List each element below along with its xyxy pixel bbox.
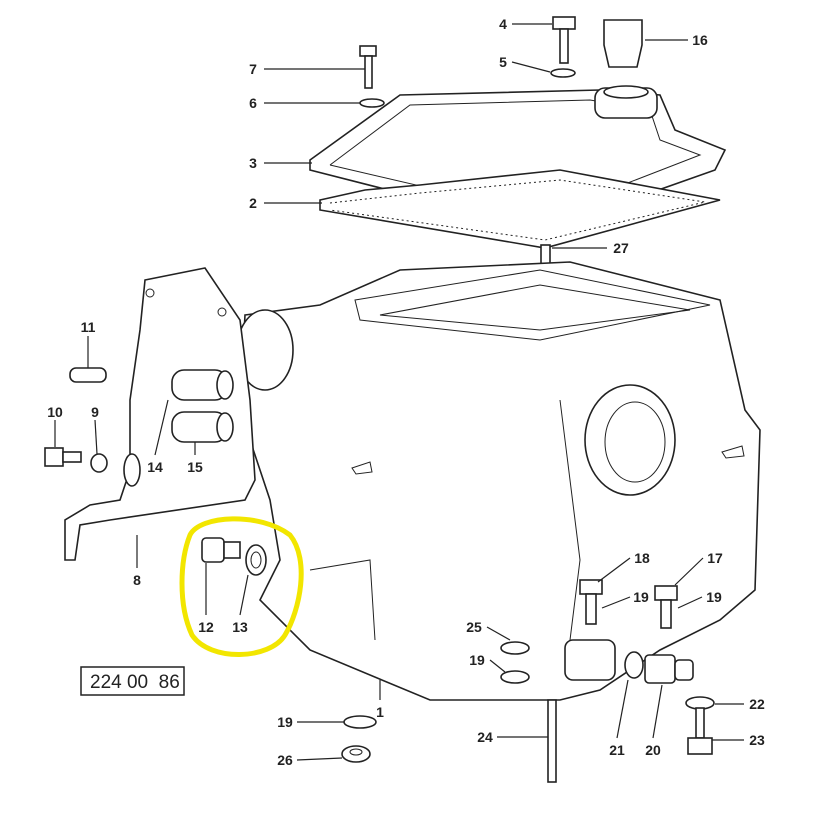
label-10: 10 [47, 404, 63, 420]
label-22: 22 [749, 696, 765, 712]
label-24: 24 [477, 729, 493, 745]
label-17: 17 [707, 550, 723, 566]
label-13: 13 [232, 619, 248, 635]
label-11: 11 [81, 319, 96, 335]
highlight-circle [179, 516, 304, 657]
label-9: 9 [91, 404, 99, 420]
label-21: 21 [609, 742, 625, 758]
reference-code-box: 224 00 86 [80, 666, 185, 696]
label-4: 4 [499, 16, 507, 32]
label-3: 3 [249, 155, 257, 171]
label-25: 25 [466, 619, 482, 635]
label-20: 20 [645, 742, 661, 758]
label-19: 19 [633, 589, 649, 605]
label-23: 23 [749, 732, 765, 748]
label-18: 18 [634, 550, 650, 566]
label-19: 19 [706, 589, 722, 605]
label-26: 26 [277, 752, 293, 768]
label-1: 1 [376, 704, 384, 720]
label-15: 15 [187, 459, 203, 475]
leader-lines [54, 23, 744, 761]
label-6: 6 [249, 95, 257, 111]
label-14: 14 [147, 459, 163, 475]
bracket-8 [64, 267, 256, 561]
label-27: 27 [613, 240, 629, 256]
label-19: 19 [277, 714, 293, 730]
transmission-housing [236, 261, 761, 701]
label-8: 8 [133, 572, 141, 588]
gasket [319, 169, 721, 249]
label-16: 16 [692, 32, 708, 48]
label-7: 7 [249, 61, 257, 77]
part-labels: 4 16 7 5 6 3 2 27 11 10 9 14 15 8 12 13 … [47, 16, 765, 768]
label-2: 2 [249, 195, 257, 211]
small-parts [44, 16, 715, 783]
label-5: 5 [499, 54, 507, 70]
label-12: 12 [198, 619, 214, 635]
label-19: 19 [469, 652, 485, 668]
reference-code: 224 00 86 [90, 672, 180, 693]
